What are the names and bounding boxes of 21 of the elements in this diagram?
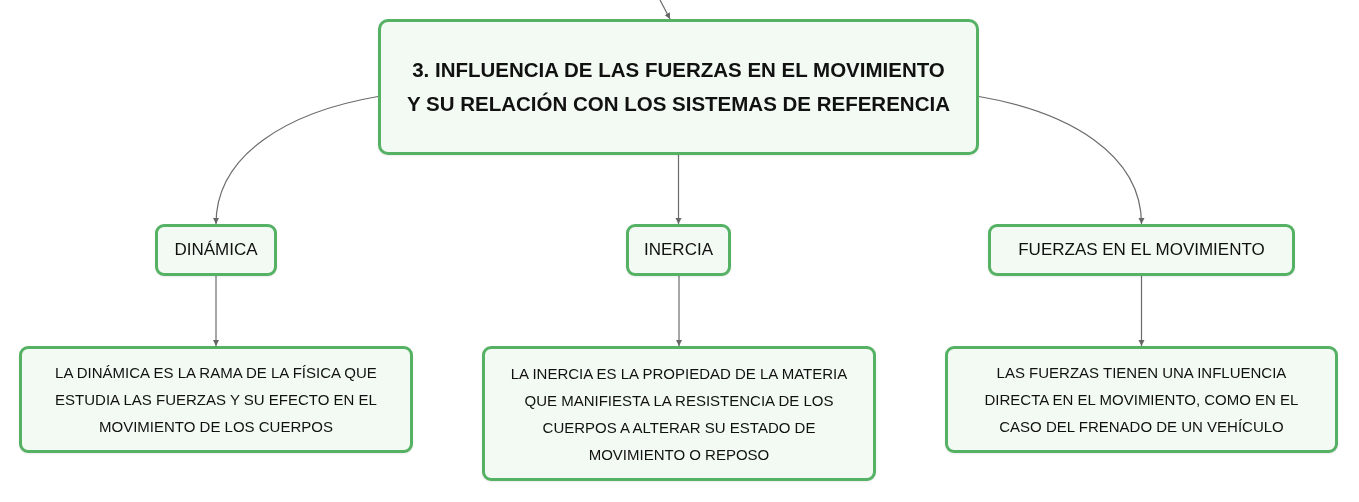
description-text: LAS FUERZAS TIENEN UNA INFLUENCIA DIRECTA EN EL MOVIMIENTO, COMO EN EL CASO DEL FRENADO DE UN VEHÍCULO	[983, 363, 1300, 437]
description-box	[482, 346, 876, 481]
subtopic-box	[155, 224, 277, 276]
topic-title: 3. INFLUENCIA DE LAS FUERZAS EN EL MOVIMIENTO Y SU RELACIÓN CON LOS SISTEMAS DE REFERENCIA	[406, 57, 951, 117]
connector-arrow	[978, 95, 1144, 225]
connector-arrow	[213, 275, 219, 347]
connector-arrow	[659, 0, 671, 20]
subtopic-label: FUERZAS EN EL MOVIMIENTO	[1018, 239, 1265, 261]
subtopic-label: INERCIA	[644, 239, 713, 261]
connector-arrow	[675, 154, 682, 225]
description-box	[19, 346, 413, 453]
subtopic-box	[626, 224, 731, 276]
subtopic-box	[988, 224, 1295, 276]
connector-arrow	[213, 95, 379, 225]
connector-arrow	[1138, 275, 1145, 347]
description-text: LA INERCIA ES LA PROPIEDAD DE LA MATERIA QUE MANIFIESTA LA RESISTENCIA DE LOS CUERPOS A ALTERAR SU ESTADO DE MOVIMIENTO O REPOSO	[509, 363, 849, 465]
connector-arrow	[676, 275, 682, 347]
subtopic-label: DINÁMICA	[174, 239, 258, 261]
description-text: LA DINÁMICA ES LA RAMA DE LA FÍSICA QUE ESTUDIA LAS FUERZAS Y SU EFECTO EN EL MOVIMIENTO DE LOS CUERPOS	[54, 363, 378, 437]
main-topic-box	[378, 19, 979, 155]
description-box	[945, 346, 1338, 453]
